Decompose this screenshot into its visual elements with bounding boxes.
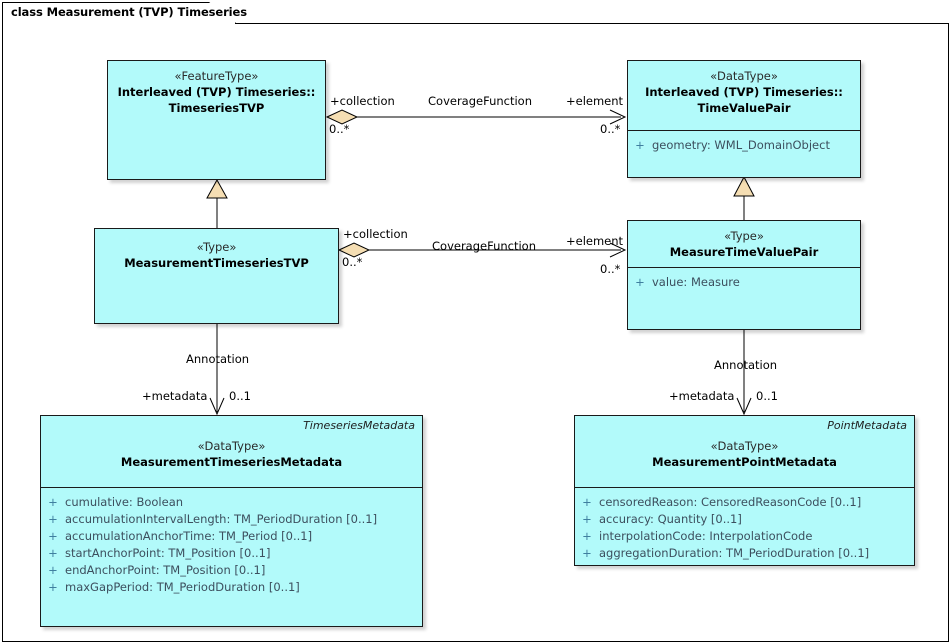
class-name-line-1: MeasureTimeValuePair [669,245,819,259]
assoc-annotation-right-name: Annotation [714,358,778,372]
attribute-visibility: + [48,495,58,509]
attribute-visibility: + [48,580,58,594]
class-name-line-1: MeasurementTimeseriesMetadata [120,455,343,469]
class-header: TimeseriesMetadata «DataType» Measuremen… [41,416,422,488]
attribute-text: interpolationCode: InterpolationCode [599,529,813,543]
attribute-visibility: + [582,495,592,509]
attribute-row: + endAnchorPoint: TM_Position [0..1] [41,562,422,579]
attribute-row: + maxGapPeriod: TM_PeriodDuration [0..1] [41,579,422,596]
class-attributes: + cumulative: Boolean + accumulationInte… [41,488,422,602]
attribute-text: cumulative: Boolean [65,495,184,509]
class-stereotype: «Type» [724,229,764,243]
attribute-visibility: + [48,529,58,543]
class-name-line-1: MeasurementPointMetadata [652,455,837,469]
attribute-text: geometry: WML_DomainObject [652,138,830,152]
assoc-top-source-mult: 0..* [329,122,350,136]
class-header: «Type» MeasurementTimeseriesTVP [95,229,338,277]
class-tag: PointMetadata [827,419,907,432]
attribute-visibility: + [582,512,592,526]
attribute-text: aggregationDuration: TM_PeriodDuration [… [599,546,870,560]
class-header: «Type» MeasureTimeValuePair [628,221,860,268]
assoc-annotation-right-role: +metadata [669,389,735,403]
class-stereotype: «DataType» [710,69,778,83]
class-timeseries-tvp[interactable]: «FeatureType» Interleaved (TVP) Timeseri… [107,60,326,180]
attribute-row: + interpolationCode: InterpolationCode [575,528,914,545]
attribute-text: accuracy: Quantity [0..1] [599,512,742,526]
attribute-text: censoredReason: CensoredReasonCode [0..1… [599,495,862,509]
assoc-bottom-name: CoverageFunction [432,239,537,253]
class-name-line-2: TimeValuePair [697,101,791,115]
class-attributes: + geometry: WML_DomainObject [628,131,860,160]
assoc-bottom-source-role: +collection [343,227,408,241]
assoc-annotation-left-mult: 0..1 [229,389,251,403]
class-header: «DataType» Interleaved (TVP) Timeseries:… [628,61,860,131]
attribute-visibility: + [48,512,58,526]
class-measurement-timeseries-metadata[interactable]: TimeseriesMetadata «DataType» Measuremen… [40,415,423,627]
assoc-top-source-role: +collection [330,94,395,108]
attribute-text: accumulationIntervalLength: TM_PeriodDur… [65,512,378,526]
class-tag: TimeseriesMetadata [303,419,415,432]
diagram-frame [2,23,949,642]
assoc-bottom-target-role: +element [566,234,624,248]
assoc-annotation-right-mult: 0..1 [756,389,778,403]
assoc-top-target-mult: 0..* [600,122,621,136]
attribute-row: + geometry: WML_DomainObject [628,137,860,154]
attribute-visibility: + [635,138,645,152]
class-attributes: + censoredReason: CensoredReasonCode [0.… [575,488,914,568]
attribute-row: + value: Measure [628,274,860,291]
assoc-bottom-source-mult: 0..* [342,255,363,269]
attribute-row: + accuracy: Quantity [0..1] [575,511,914,528]
attribute-row: + accumulationAnchorTime: TM_Period [0..… [41,528,422,545]
class-measurement-timeseries-tvp[interactable]: «Type» MeasurementTimeseriesTVP [94,228,339,324]
class-stereotype: «DataType» [710,439,779,453]
attribute-row: + accumulationIntervalLength: TM_PeriodD… [41,511,422,528]
class-stereotype: «FeatureType» [174,69,259,83]
diagram-title-tab: class Measurement (TVP) Timeseries [2,2,247,24]
class-header: PointMetadata «DataType» MeasurementPoin… [575,416,914,488]
class-measure-time-value-pair[interactable]: «Type» MeasureTimeValuePair + value: Mea… [627,220,861,330]
attribute-visibility: + [635,275,645,289]
class-stereotype: «DataType» [197,439,266,453]
class-measurement-point-metadata[interactable]: PointMetadata «DataType» MeasurementPoin… [574,415,915,566]
assoc-bottom-target-mult: 0..* [600,262,621,276]
attribute-visibility: + [582,529,592,543]
attribute-row: + startAnchorPoint: TM_Position [0..1] [41,545,422,562]
attribute-visibility: + [582,546,592,560]
attribute-text: startAnchorPoint: TM_Position [0..1] [65,546,271,560]
class-time-value-pair[interactable]: «DataType» Interleaved (TVP) Timeseries:… [627,60,861,178]
attribute-row: + aggregationDuration: TM_PeriodDuration… [575,545,914,562]
attribute-text: value: Measure [652,275,740,289]
attribute-text: accumulationAnchorTime: TM_Period [0..1] [65,529,313,543]
assoc-top-name: CoverageFunction [428,94,533,108]
attribute-text: maxGapPeriod: TM_PeriodDuration [0..1] [65,580,300,594]
class-name-line-1: MeasurementTimeseriesTVP [124,256,309,270]
attribute-visibility: + [48,563,58,577]
attribute-row: + censoredReason: CensoredReasonCode [0.… [575,494,914,511]
diagram-title: class Measurement (TVP) Timeseries [11,5,247,19]
class-name-line-1: Interleaved (TVP) Timeseries:: [645,85,843,99]
class-stereotype: «Type» [196,240,237,254]
class-attributes: + value: Measure [628,268,860,297]
assoc-annotation-left-role: +metadata [142,389,208,403]
attribute-text: endAnchorPoint: TM_Position [0..1] [65,563,266,577]
class-header: «FeatureType» Interleaved (TVP) Timeseri… [108,61,325,122]
class-name-line-2: TimeseriesTVP [168,101,265,115]
attribute-visibility: + [48,546,58,560]
attribute-row: + cumulative: Boolean [41,494,422,511]
assoc-top-target-role: +element [566,94,624,108]
assoc-annotation-left-name: Annotation [186,352,250,366]
class-name-line-1: Interleaved (TVP) Timeseries:: [117,85,316,99]
